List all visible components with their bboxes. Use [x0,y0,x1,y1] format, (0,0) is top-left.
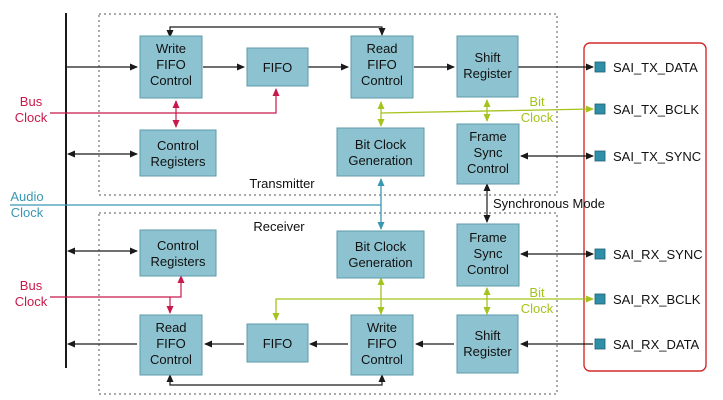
pin-label: SAI_RX_BCLK [613,292,701,307]
rx-control-registers-line1: Control [157,238,199,253]
tx-fifo: FIFO [246,47,309,87]
tx-read-fifo-control: Read FIFO Control [350,35,414,99]
tx-shift-register: Shift Register [456,35,519,98]
rx-shift-register-line2: Register [463,344,512,359]
tx-frame-sync-control-line2: Sync [474,145,503,160]
pin-label: SAI_RX_SYNC [613,247,703,262]
tx-shift-register-line1: Shift [474,50,500,65]
rx-frame-sync-control-line2: Sync [474,246,503,261]
bit-clock-top-line2: Clock [521,110,554,125]
rx-read-fifo-control: Read FIFO Control [139,314,203,376]
rx-bit-clock-generation-line2: Generation [348,255,412,270]
transmitter-title: Transmitter [249,176,315,191]
tx-frame-sync-control-line3: Control [467,161,509,176]
tx-control-registers-line1: Control [157,138,199,153]
rx-bit-clock-generation: Bit Clock Generation [336,230,425,279]
tx-read-fifo-control-line1: Read [366,41,397,56]
receiver-title: Receiver [253,219,305,234]
pin-panel [583,42,707,372]
pin-label: SAI_TX_DATA [613,60,698,75]
bit-clock-top-line1: Bit [529,94,545,109]
tx-fifo-label: FIFO [263,60,293,75]
tx-shift-register-line2: Register [463,66,512,81]
rx-control-registers-line2: Registers [151,254,206,269]
rx-control-registers: Control Registers [139,229,217,277]
tx-frame-sync-control-line1: Frame [469,129,507,144]
tx-bit-clock-generation-line2: Generation [348,153,412,168]
rx-fifo: FIFO [246,323,309,363]
synchronous-mode-label: Synchronous Mode [493,196,605,211]
rx-write-fifo-control-line2: FIFO [367,336,397,351]
tx-control-registers-line2: Registers [151,154,206,169]
pin-label: SAI_TX_BCLK [613,102,699,117]
pin-sai-rx-sync: SAI_RX_SYNC [594,247,703,262]
bus-clock-top-line1: Bus [20,94,43,109]
rx-frame-sync-control: Frame Sync Control [456,223,520,287]
audio-clock-line1: Audio [10,189,43,204]
rx-shift-register: Shift Register [456,314,519,374]
bit-clock-bottom-line1: Bit [529,285,545,300]
rx-frame-sync-control-line1: Frame [469,230,507,245]
pin-label: SAI_RX_DATA [613,337,700,352]
tx-control-registers: Control Registers [139,129,217,177]
bit-clock-bottom-line2: Clock [521,301,554,316]
bus-clock-top-line2: Clock [15,110,48,125]
tx-write-fifo-control-line3: Control [150,73,192,88]
audio-clock-line2: Clock [11,205,44,220]
bus-clock-bottom-line1: Bus [20,278,43,293]
tx-write-fifo-control-line1: Write [156,41,186,56]
tx-read-fifo-control-line2: FIFO [367,57,397,72]
pin-sai-tx-bclk: SAI_TX_BCLK [594,102,699,117]
tx-frame-sync-control: Frame Sync Control [456,123,520,185]
bus-clock-bottom-line2: Clock [15,294,48,309]
rx-read-fifo-control-line2: FIFO [156,336,186,351]
rx-write-fifo-control-line3: Control [361,352,403,367]
rx-fifo-label: FIFO [263,336,293,351]
tx-read-fifo-control-line3: Control [361,73,403,88]
pin-sai-rx-bclk: SAI_RX_BCLK [594,292,701,307]
pin-sai-rx-data: SAI_RX_DATA [594,337,700,352]
tx-bit-clock-generation: Bit Clock Generation [336,127,425,177]
rx-write-fifo-control: Write FIFO Control [350,314,414,376]
rx-frame-sync-control-line3: Control [467,262,509,277]
tx-bit-clock-generation-line1: Bit Clock [355,137,407,152]
tx-write-fifo-control-line2: FIFO [156,57,186,72]
rx-bit-clock-generation-line1: Bit Clock [355,239,407,254]
rx-read-fifo-control-line3: Control [150,352,192,367]
rx-write-fifo-control-line1: Write [367,320,397,335]
tx-write-fifo-control: Write FIFO Control [139,35,203,99]
pin-sai-tx-data: SAI_TX_DATA [594,60,698,75]
rx-read-fifo-control-line1: Read [155,320,186,335]
pin-sai-tx-sync: SAI_TX_SYNC [594,149,701,164]
pin-label: SAI_TX_SYNC [613,149,701,164]
rx-shift-register-line1: Shift [474,328,500,343]
